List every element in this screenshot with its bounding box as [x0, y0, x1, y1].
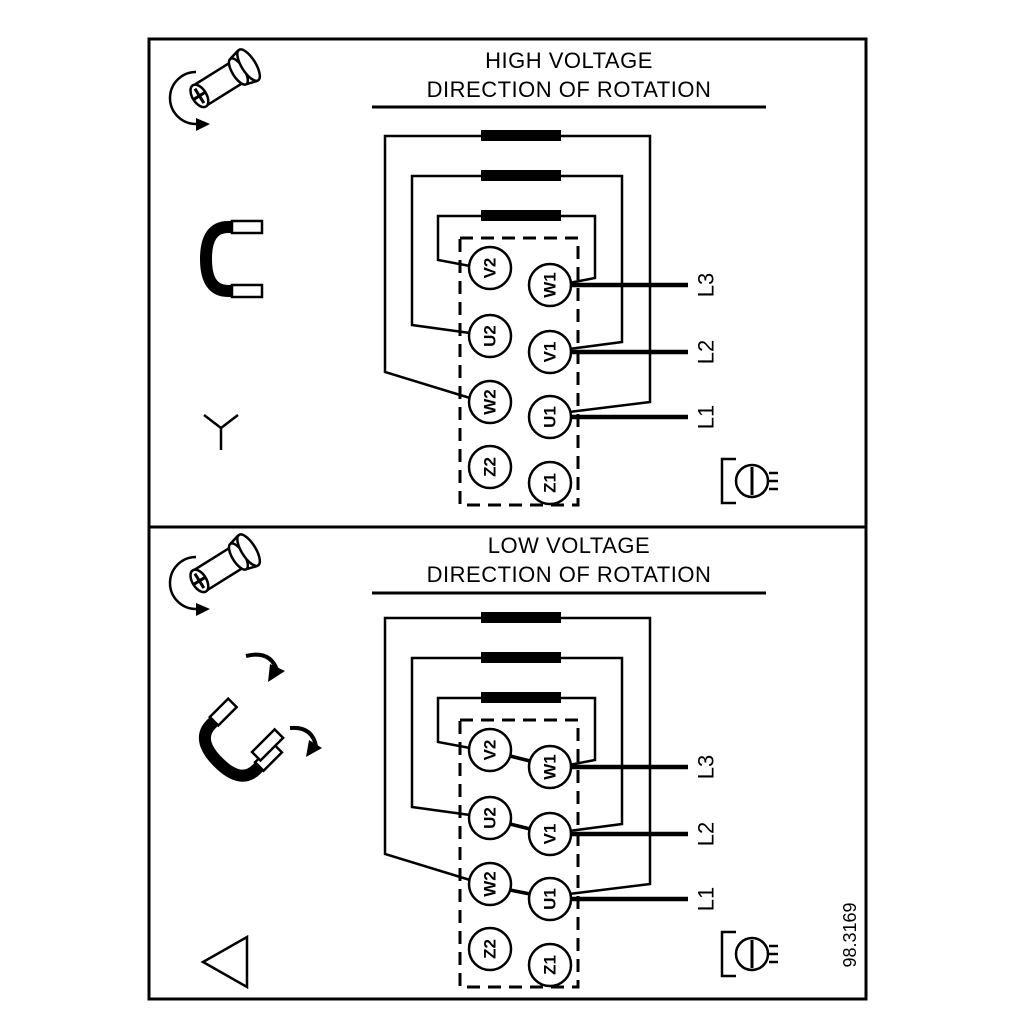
terminal-label-z2: Z2	[481, 457, 500, 477]
panel-high-voltage: HIGH VOLTAGE DIRECTION OF ROTATION V2 U2…	[168, 44, 780, 505]
terminal-label-u1: U1	[541, 406, 560, 428]
reference-number: 98.3169	[840, 902, 860, 967]
terminal-label-v2: V2	[481, 258, 500, 279]
terminal-label-w1: W1	[541, 754, 560, 780]
link-reposition-icon	[198, 652, 322, 782]
screw-rotation-icon	[168, 529, 266, 618]
delta-link-wires	[509, 754, 531, 896]
panel-low-voltage: LOW VOLTAGE DIRECTION OF ROTATION	[168, 529, 860, 990]
terminal-label-v1: V1	[541, 342, 560, 363]
terminal-label-v2: V2	[481, 740, 500, 761]
panel-title: LOW VOLTAGE	[488, 533, 650, 558]
supply-label-l3: L3	[694, 755, 719, 779]
terminal-screw-icon	[720, 930, 780, 978]
link-bracket-icon	[199, 219, 264, 299]
terminal-label-w2: W2	[481, 389, 500, 415]
panel-title: HIGH VOLTAGE	[485, 48, 653, 73]
terminal-label-z1: Z1	[541, 955, 560, 975]
supply-label-l2: L2	[694, 822, 719, 846]
terminal-label-w2: W2	[481, 871, 500, 897]
terminal-label-z1: Z1	[541, 473, 560, 493]
terminal-label-u1: U1	[541, 888, 560, 910]
delta-connection-icon	[200, 934, 249, 990]
supply-label-l1: L1	[694, 887, 719, 911]
screw-rotation-icon	[168, 44, 266, 133]
supply-label-l3: L3	[694, 273, 719, 297]
supply-label-l2: L2	[694, 340, 719, 364]
terminal-label-w1: W1	[541, 272, 560, 298]
terminal-label-u2: U2	[481, 325, 500, 347]
panel-subtitle: DIRECTION OF ROTATION	[427, 562, 712, 587]
terminal-label-v1: V1	[541, 824, 560, 845]
terminal-screw-icon	[720, 457, 780, 505]
star-connection-icon	[203, 414, 239, 450]
terminal-diagram	[385, 612, 688, 987]
panel-subtitle: DIRECTION OF ROTATION	[427, 77, 712, 102]
outer-frame	[147, 37, 868, 1001]
terminal-label-u2: U2	[481, 807, 500, 829]
terminal-label-z2: Z2	[481, 939, 500, 959]
supply-label-l1: L1	[694, 405, 719, 429]
terminal-diagram	[385, 130, 688, 505]
